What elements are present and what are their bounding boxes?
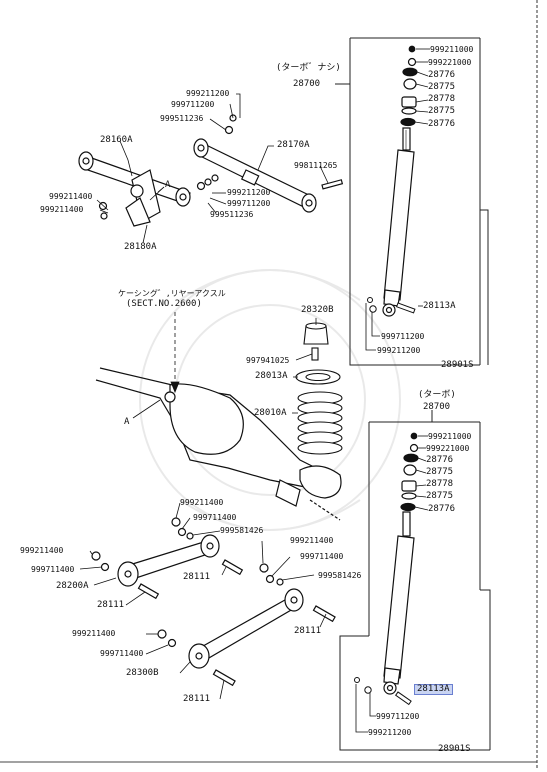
bottom-lower-label: 999211200 [368, 728, 412, 737]
lower-arm-label: 999211400 [20, 546, 64, 555]
top-part-label: 28775 [428, 106, 456, 116]
axle-housing-note: ケーシング゛,リヤーアクスル [118, 289, 226, 298]
upper-arm-label: 999511236 [210, 210, 254, 219]
lower-arm-label: 28111 [294, 626, 322, 636]
top-part-label: 999211000 [430, 45, 474, 54]
spring-part-label: 28010A [254, 408, 287, 418]
top-panel-note: (ターボ゛ナシ) [276, 63, 341, 73]
upper-arm-label: 999211200 [227, 188, 271, 197]
top-part-label: 28776 [428, 70, 456, 80]
bottom-shock-panel [339, 410, 491, 751]
top-panel-assembly-no: 28700 [293, 79, 321, 89]
lower-arm-label: 999711400 [100, 649, 144, 658]
bottom-lower-label-highlighted[interactable]: 28113A [414, 684, 453, 695]
bottom-panel-note: (ターボ) [418, 390, 456, 400]
lower-arm-upper [91, 517, 244, 600]
upper-arm-label: 999511236 [160, 114, 204, 123]
top-bolt [367, 297, 416, 314]
upper-arm-label: 999211400 [49, 192, 93, 201]
bottom-part-label: 28778 [426, 479, 454, 489]
top-part-label: 28778 [428, 94, 456, 104]
top-lower-label: 999211200 [377, 346, 421, 355]
upper-arm-label: 28160A [100, 135, 133, 145]
lower-arm-label: 999711400 [193, 513, 237, 522]
lower-arm-label: 999581426 [318, 571, 362, 580]
lower-arm-lower [157, 563, 336, 687]
upper-arm-arrow-tag: A [165, 180, 171, 190]
top-mount-stack [400, 45, 418, 127]
axle-housing [95, 367, 342, 521]
lower-arm-label: 28111 [183, 572, 211, 582]
top-part-label: 999221000 [428, 58, 472, 67]
upper-arm-label: 999211400 [40, 205, 84, 214]
upper-arm-label: 999711200 [227, 199, 271, 208]
lower-arm-label: 28300B [126, 668, 159, 678]
upper-arm-label: 999211200 [186, 89, 230, 98]
bottom-part-label: 999211000 [428, 432, 472, 441]
bottom-part-label: 28776 [426, 455, 454, 465]
bottom-bolt [354, 677, 412, 706]
bottom-mount-stack [400, 432, 419, 512]
top-lower-label: 28113A [423, 301, 456, 311]
bottom-part-label: 999221000 [426, 444, 470, 453]
lower-arm-label: 999211400 [72, 629, 116, 638]
spring-part-label: 997941025 [246, 356, 290, 365]
axle-sect-ref: (SECT.NO.2600) [126, 299, 202, 309]
top-kit-no: 28901S [441, 360, 474, 370]
lower-arm-label: 28200A [56, 581, 89, 591]
top-part-label: 28775 [428, 82, 456, 92]
bottom-shock-absorber [383, 511, 415, 695]
spring-part-label: 28013A [255, 371, 288, 381]
lower-arm-label: 999581426 [220, 526, 264, 535]
coil-spring-assembly [295, 322, 343, 455]
top-shock-absorber [382, 127, 415, 317]
bottom-lower-label: 999711200 [376, 712, 420, 721]
bottom-part-label: 28776 [428, 504, 456, 514]
top-shock-panel [335, 37, 489, 366]
top-part-label: 28776 [428, 119, 456, 129]
lower-arm-label: 999711400 [31, 565, 75, 574]
upper-arm-label: 28180A [124, 242, 157, 252]
bottom-panel-assembly-no: 28700 [423, 402, 451, 412]
upper-arm-label: 998111265 [294, 161, 338, 170]
upper-arm-label: 999711200 [171, 100, 215, 109]
upper-arm-label: 28170A [277, 140, 310, 150]
bottom-kit-no: 28901S [438, 744, 471, 754]
spring-part-label: 28320B [301, 305, 334, 315]
lower-arm-label: 999211400 [180, 498, 224, 507]
lower-arm-label: 999711400 [300, 552, 344, 561]
top-lower-label: 999711200 [381, 332, 425, 341]
axle-arrow-tag: A [124, 417, 130, 427]
lower-arm-label: 999211400 [290, 536, 334, 545]
lower-arm-label: 28111 [183, 694, 211, 704]
bottom-part-label: 28775 [426, 467, 454, 477]
bottom-part-label: 28775 [426, 491, 454, 501]
lower-arm-label: 28111 [97, 600, 125, 610]
